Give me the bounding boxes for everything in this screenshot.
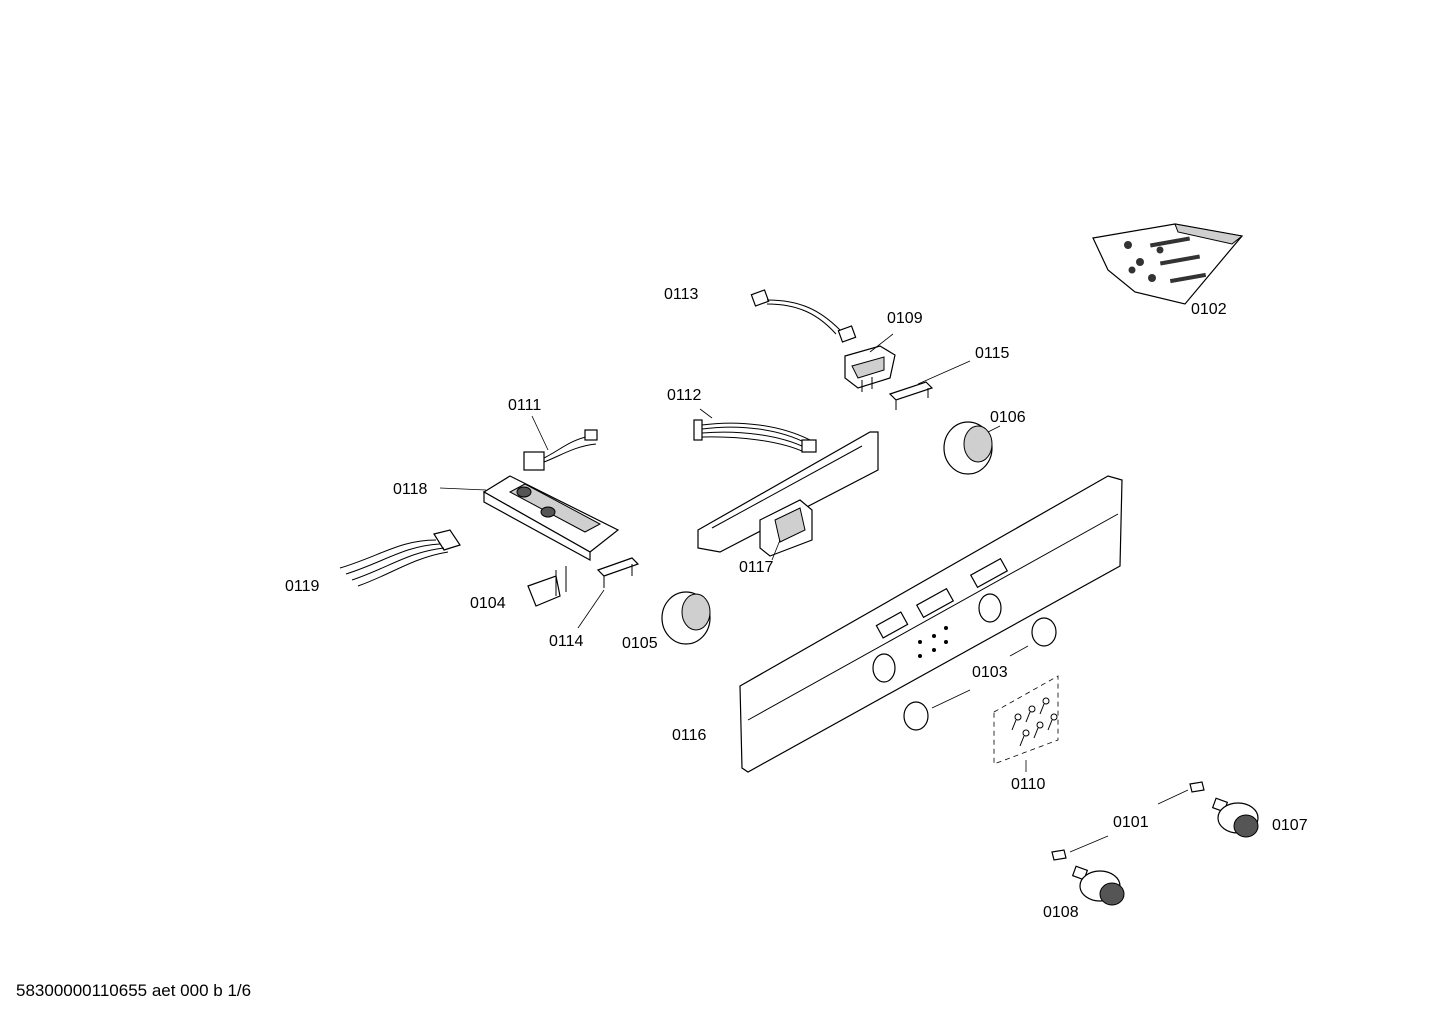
label-0103: 0103 [972, 664, 1008, 681]
part-0111-cable [523, 415, 598, 471]
label-0109: 0109 [887, 310, 923, 327]
label-0118: 0118 [393, 481, 428, 498]
part-0101-inserts [1051, 781, 1205, 861]
label-0108: 0108 [1043, 904, 1079, 921]
part-0102-screw-bag [1092, 223, 1244, 305]
label-0111: 0111 [508, 397, 542, 414]
part-0118-board [439, 475, 620, 562]
part-0114-clip [577, 557, 640, 629]
label-0116: 0116 [672, 727, 707, 744]
part-0110-screws [993, 675, 1059, 772]
part-0116-control-panel [739, 475, 1123, 773]
part-0105-knob-housing [661, 591, 711, 645]
part-0103-trim-rings [903, 617, 1057, 731]
label-0112: 0112 [667, 387, 702, 404]
label-0110: 0110 [1011, 776, 1046, 793]
part-0106-knob-housing [943, 421, 1001, 475]
label-0117: 0117 [739, 559, 774, 576]
part-0107-knob [1211, 797, 1259, 838]
part-0112-ribbon-cable [693, 408, 817, 453]
document-footer-code: 58300000110655 aet 000 b 1/6 [16, 981, 252, 1000]
part-0117-bracket [697, 431, 879, 561]
label-0114: 0114 [549, 633, 584, 650]
part-0113-cable [750, 289, 857, 343]
part-0115-clip [888, 360, 971, 410]
label-0104: 0104 [470, 595, 506, 612]
label-0107: 0107 [1272, 817, 1308, 834]
label-0105: 0105 [622, 635, 658, 652]
part-0119-wires [339, 529, 461, 587]
label-0101: 0101 [1113, 814, 1149, 831]
part-0108-knob [1071, 865, 1125, 906]
label-0119: 0119 [285, 578, 320, 595]
label-0115: 0115 [975, 345, 1010, 362]
part-0109-switch [844, 333, 896, 392]
label-0106: 0106 [990, 409, 1026, 426]
label-0102: 0102 [1191, 301, 1227, 318]
part-0104-bracket [527, 566, 567, 607]
label-0113: 0113 [664, 286, 699, 303]
